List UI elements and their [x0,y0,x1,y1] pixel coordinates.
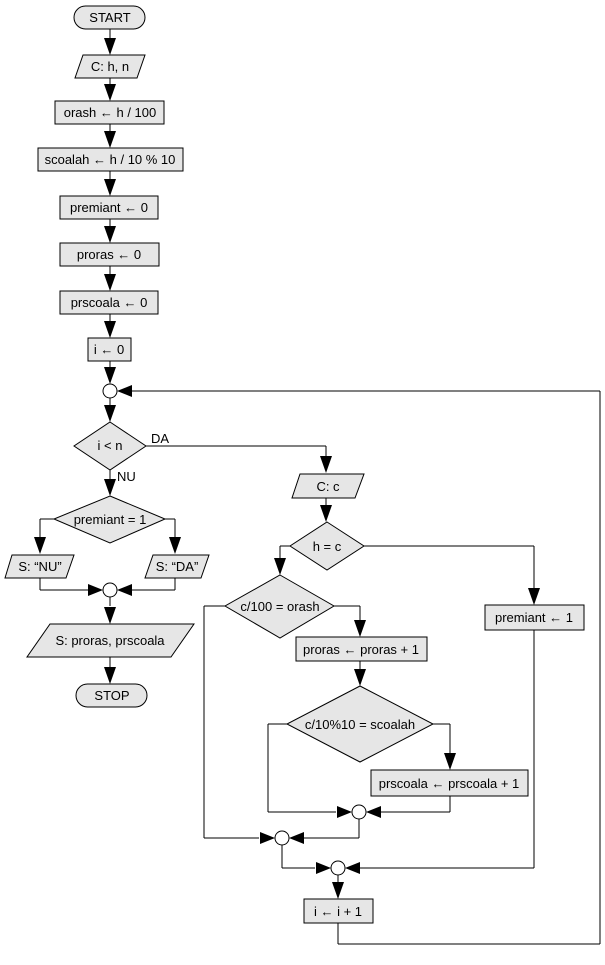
orash-assign-node: orash ← h / 100 [54,100,165,125]
i-less-n-label: i < n [98,438,123,453]
output-nu-node: S: “NU” [4,554,75,579]
read-c-node: C: c [291,473,365,499]
prscoala-inc-label: prscoala ← prscoala + 1 [379,776,520,791]
prscoala-init-label: prscoala ← 0 [71,295,148,310]
i-init-node: i ← 0 [87,337,132,362]
output-results-node: S: proras, prscoala [26,623,195,658]
arrowhead [354,620,366,637]
prscoala-inc-node: prscoala ← prscoala + 1 [370,769,529,797]
i-init-label: i ← 0 [94,342,124,357]
output-da-label: S: “DA” [156,559,199,574]
orash-assign-label: orash ← h / 100 [64,105,157,120]
output-nu-label: S: “NU” [18,559,61,574]
premiant-check-decision: premiant = 1 [52,495,167,544]
arrowhead [104,367,116,384]
loop-junction [102,383,118,399]
premiant-set-label: premiant ← 1 [495,610,573,625]
arrowhead [104,321,116,338]
stop-terminal: STOP [75,683,148,708]
arrowhead [104,274,116,291]
arrowhead [354,669,366,686]
i-inc-label: i ← i + 1 [314,904,362,919]
scoalah-junction [351,804,367,820]
start-terminal: START [73,5,146,30]
arrowhead [316,862,331,874]
arrowhead [260,832,275,844]
arrowhead [528,588,540,605]
orash-check-label: c/100 = orash [240,599,319,614]
arrowhead [104,131,116,148]
scoalah-assign-label: scoalah ← h / 10 % 10 [45,152,176,167]
arrowhead [104,38,116,55]
branch-nu-label: NU [117,469,136,484]
read-hn-node: C: h, n [74,54,146,79]
proras-init-label: proras ← 0 [77,247,141,262]
output-da-node: S: “DA” [144,554,210,579]
scoalah-check-label: c/10%10 = scoalah [305,717,415,732]
arrowhead [320,456,332,473]
scoalah-check-decision: c/10%10 = scoalah [285,685,435,763]
arrowhead [289,832,304,844]
arrowhead [104,667,116,684]
arrowhead [34,537,46,554]
read-c-label: C: c [316,479,340,494]
scoalah-assign-node: scoalah ← h / 10 % 10 [37,147,184,172]
hc-junction [330,860,346,876]
arrowhead [104,405,116,422]
arrowhead [104,607,116,624]
premiant-check-label: premiant = 1 [74,512,147,527]
arrowhead [104,226,116,243]
arrowhead [320,505,332,522]
arrowheads [34,38,540,899]
junctions [102,383,367,876]
orash-check-decision: c/100 = orash [223,574,335,639]
stop-label: STOP [94,688,129,703]
premiant-init-label: premiant ← 0 [70,200,148,215]
output-results-label: S: proras, prscoala [55,633,165,648]
start-label: START [89,10,130,25]
proras-inc-node: proras ← proras + 1 [295,636,428,662]
arrowhead [104,179,116,196]
arrowhead [366,806,381,818]
arrowhead [332,882,344,899]
arrowhead [345,862,360,874]
arrowhead [337,806,352,818]
i-inc-node: i ← i + 1 [303,898,374,924]
connectors [39,29,601,945]
premiant-init-node: premiant ← 0 [59,195,159,220]
proras-init-node: proras ← 0 [59,242,160,267]
arrowhead [88,584,103,596]
h-equals-c-label: h = c [313,539,342,554]
arrowhead [117,385,132,397]
proras-inc-label: proras ← proras + 1 [303,642,419,657]
h-equals-c-decision: h = c [289,521,365,571]
arrowhead [169,537,181,554]
orash-junction [274,830,290,846]
branch-da-label: DA [151,431,169,446]
arrowhead [104,84,116,101]
arrowhead [117,584,132,596]
i-less-n-decision: i < n [73,421,147,471]
output-junction [102,582,118,598]
arrowhead [104,479,116,496]
arrowhead [274,558,286,575]
read-hn-label: C: h, n [91,59,129,74]
prscoala-init-node: prscoala ← 0 [59,290,159,315]
premiant-set-node: premiant ← 1 [484,604,585,631]
arrowhead [444,753,456,770]
